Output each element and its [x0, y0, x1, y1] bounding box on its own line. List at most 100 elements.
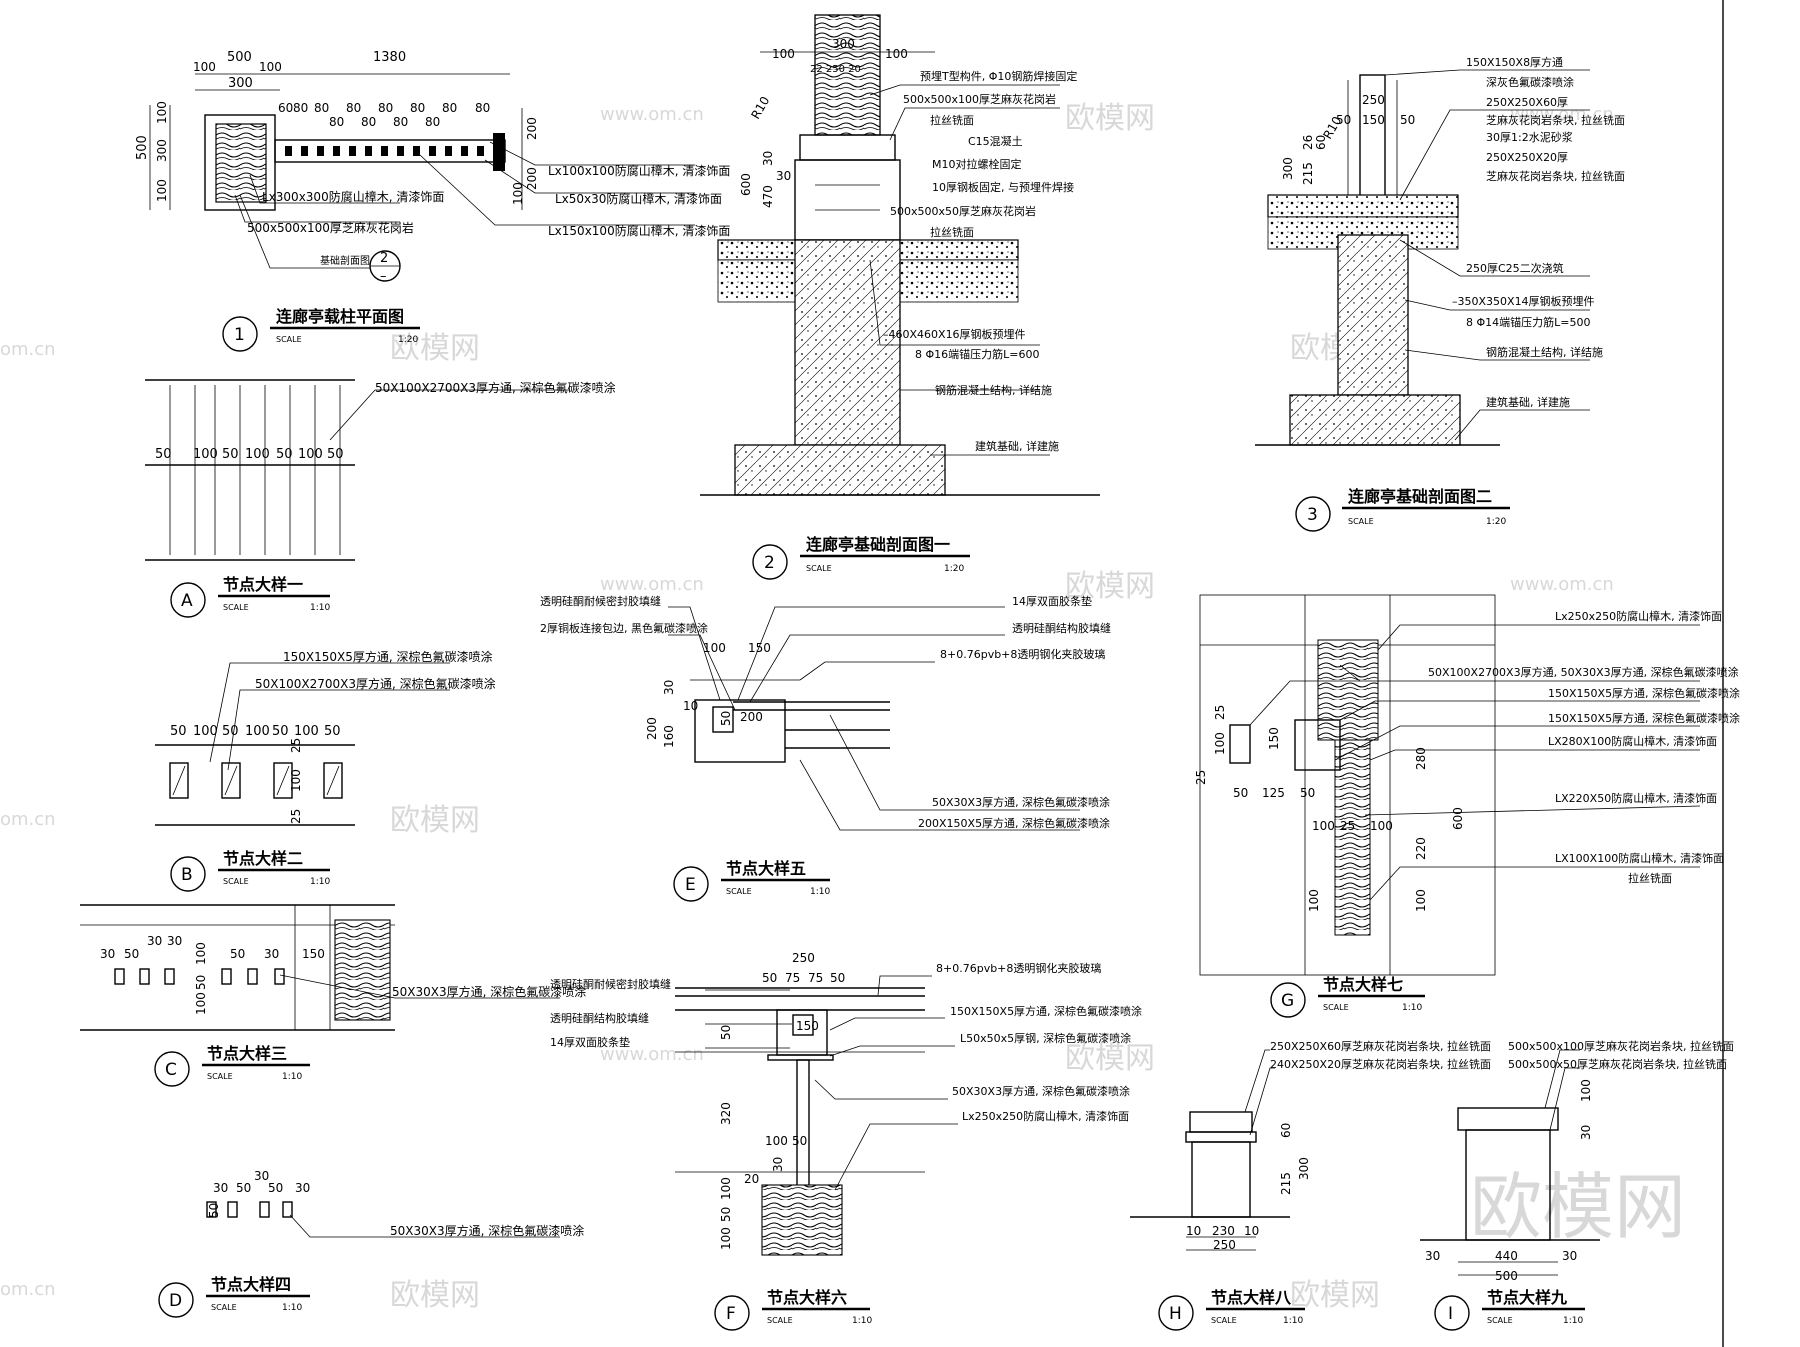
p3-label-0: 150X150X8厚方通: [1466, 55, 1563, 69]
pG-dim-1: 100: [1213, 732, 1227, 755]
p2-dim-5: 600: [739, 173, 753, 196]
p2-label-3: C15混凝土: [968, 134, 1023, 148]
p3-label-11: 建筑基础, 详建施: [1486, 395, 1570, 409]
p2-label-4: M10对拉螺栓固定: [932, 157, 1022, 171]
panel-2-section: 100 300 100 R10 30 600 470 30 22 250 20 …: [700, 14, 1100, 580]
watermark-main: 欧模网: [1470, 1165, 1686, 1249]
pA-label: 50X100X2700X3厚方通, 深棕色氟碳漆喷涂: [375, 380, 616, 395]
dim-r5: 80: [361, 115, 376, 129]
watermark-4: 欧模网: [1065, 569, 1155, 604]
pF-dim-9: 50: [792, 1134, 807, 1148]
dim-side-200a: 200: [525, 117, 539, 140]
p1-scale: SCALE: [276, 335, 302, 344]
pF-label-2: 透明硅酮结构胶填缝: [550, 1011, 649, 1025]
pD-title-circle: [158, 1282, 194, 1318]
pI-title-circle: [1434, 1295, 1470, 1331]
pF-label-5: L50x50x5厚钢, 深棕色氟碳漆喷涂: [960, 1031, 1131, 1045]
p2-dim-2: 100: [885, 47, 908, 61]
pG-dim-11: 220: [1414, 837, 1428, 860]
pE-dim-6: 160: [662, 725, 676, 748]
dim-500: 500: [227, 50, 252, 65]
p3-dim-0: 250: [1362, 93, 1385, 107]
pH-label-1: 240X250X20厚芝麻灰花岗岩条块, 拉丝铣面: [1270, 1057, 1491, 1071]
p3-label-4: 30厚1:2水泥砂浆: [1486, 130, 1573, 144]
pG-dim-2: 25: [1194, 770, 1208, 785]
pF-dim-5: 150: [796, 1019, 819, 1033]
p2-label-2: 拉丝铣面: [930, 113, 974, 127]
pC-dim-5: 30: [264, 947, 279, 961]
pH-label-0: 250X250X60厚芝麻灰花岗岩条块, 拉丝铣面: [1270, 1039, 1491, 1053]
pC-dim-2: 30: [147, 934, 162, 948]
p2-dim-4: 30: [761, 151, 775, 166]
pH-dim-2: 10: [1244, 1224, 1259, 1238]
pI-dim-3: 500: [1495, 1269, 1518, 1283]
pG-dim-3: 150: [1267, 727, 1281, 750]
p3-label-7: 250厚C25二次浇筑: [1466, 261, 1564, 275]
panel-f: 250 50 75 75 50 150 50 320 100 50 30 20 …: [550, 951, 1142, 1331]
pA-title-circle: [170, 582, 206, 618]
watermark-site-5: www.om.cn: [600, 1044, 704, 1065]
pF-dim-4: 50: [830, 971, 845, 985]
rafter-marks: [285, 133, 505, 171]
dim-r2: 80: [314, 101, 329, 115]
p2-num: 2: [764, 553, 775, 573]
pI-ratio: 1:10: [1563, 1316, 1583, 1326]
dim-side-100b: 100: [155, 101, 169, 124]
pA-dim-4: 50: [276, 447, 293, 462]
pB-dim-3: 100: [245, 724, 270, 739]
pC-dim-1: 50: [124, 947, 139, 961]
pE-label-6: 200X150X5厚方通, 深棕色氟碳漆喷涂: [918, 816, 1110, 830]
pI-dim-1: 440: [1495, 1249, 1518, 1263]
pF-dim-12: 100: [719, 1177, 733, 1200]
p1-label-4: 500x500x100厚芝麻灰花岗岩: [247, 220, 414, 235]
pier-3: [1337, 234, 1409, 396]
pF-num: F: [726, 1304, 736, 1324]
p1-num: 1: [234, 325, 245, 345]
pG-label-1: 50X100X2700X3厚方通, 50X30X3厚方通, 深棕色氟碳漆喷涂: [1428, 665, 1739, 679]
p2-label-0: 预埋T型构件, Φ10钢筋焊接固定: [920, 69, 1077, 83]
p3-label-10: 钢筋混凝土结构, 详结施: [1486, 345, 1603, 359]
pC-title-circle: [154, 1051, 190, 1087]
p3-scale: SCALE: [1348, 517, 1374, 526]
watermark-site-1: www.om.cn: [600, 104, 704, 125]
pH-dim-6: 300: [1297, 1157, 1311, 1180]
p3-title: 连廊亭基础剖面图二: [1348, 487, 1492, 506]
p2-scale: SCALE: [806, 564, 832, 573]
p1-title-circle: [222, 316, 258, 352]
p2-dim-3: R10: [748, 94, 772, 121]
watermark-site-6: om.cn: [0, 339, 56, 360]
p3-label-1: 深灰色氟碳漆喷涂: [1486, 75, 1574, 89]
pH-dim-5: 215: [1279, 1172, 1293, 1195]
pE-dim-5: 200: [740, 710, 763, 724]
beam-plan: [274, 139, 506, 163]
pD-num: D: [169, 1291, 182, 1311]
pH-dim-4: 60: [1279, 1123, 1293, 1138]
pH-dim-1: 230: [1212, 1224, 1235, 1238]
pA-ratio: 1:10: [310, 603, 330, 613]
pG-num: G: [1281, 991, 1294, 1011]
pC-dim-8: 50: [194, 975, 208, 990]
pG-label-6: LX100X100防腐山樟木, 清漆饰面: [1555, 851, 1724, 865]
watermark-site-8: om.cn: [0, 1279, 56, 1300]
pC-dim-3: 30: [167, 934, 182, 948]
pB-title-circle: [170, 856, 206, 892]
pA-dim-1: 100: [193, 447, 218, 462]
pH-ratio: 1:10: [1283, 1316, 1303, 1326]
p1-label-1: Lx50x30防腐山樟木, 清漆饰面: [555, 191, 722, 206]
pF-label-1: 8+0.76pvb+8透明钢化夹胶玻璃: [936, 961, 1101, 975]
panel-h: 10 230 10 250 60 215 300 250X250X60厚芝麻灰花…: [1130, 1039, 1491, 1331]
dim-300: 300: [228, 76, 253, 91]
pF-label-4: 14厚双面胶条垫: [550, 1035, 630, 1049]
watermark-site-4: www.om.cn: [1510, 574, 1614, 595]
pE-title-circle: [673, 866, 709, 902]
pA-dim-0: 50: [155, 447, 172, 462]
pE-label-1: 14厚双面胶条垫: [1012, 594, 1092, 608]
pB-dim-5: 100: [294, 724, 319, 739]
pF-dim-8: 100: [765, 1134, 788, 1148]
pB-ratio: 1:10: [310, 877, 330, 887]
p3-label-6: 芝麻灰花岗岩条块, 拉丝铣面: [1486, 169, 1625, 183]
pG-title-circle: [1270, 982, 1306, 1018]
pF-label-7: Lx250x250防腐山樟木, 清漆饰面: [962, 1109, 1129, 1123]
pD-dim-5: 50: [207, 1203, 221, 1218]
pC-num: C: [165, 1060, 177, 1080]
